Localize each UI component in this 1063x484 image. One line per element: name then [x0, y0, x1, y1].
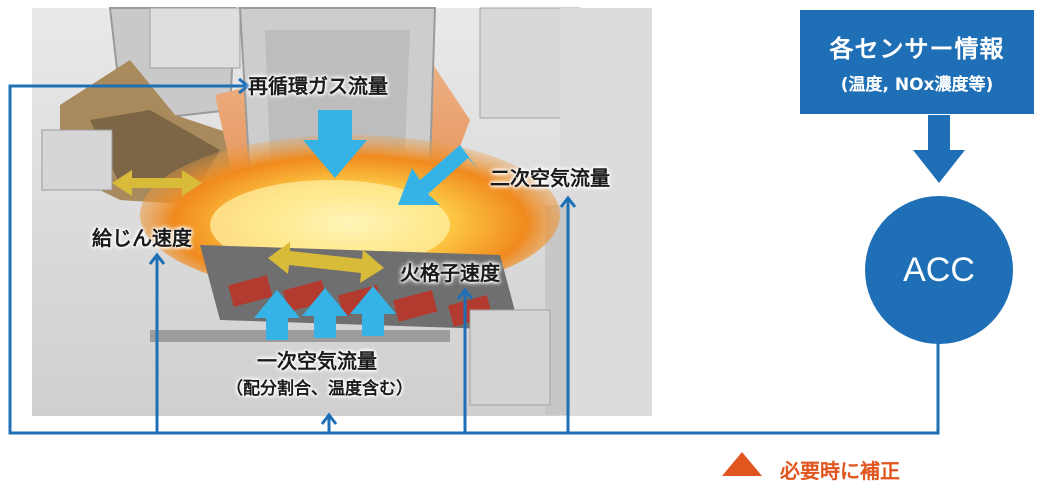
label-secondary-air-flow: 二次空気流量: [490, 166, 610, 190]
grate-speed-arrow: [268, 242, 384, 283]
down-arrow-icon: [913, 115, 965, 183]
primary-air-arrow-1: [254, 290, 300, 340]
label-recirculation-gas-flow: 再循環ガス流量: [248, 74, 388, 98]
label-grate-speed: 火格子速度: [400, 261, 500, 285]
feedback-lines: [8, 77, 940, 435]
acc-controller: ACC: [865, 196, 1013, 344]
primary-air-arrow-2: [302, 288, 348, 338]
speed-arrows: [112, 170, 384, 283]
sensor-info-title: 各センサー情報: [829, 35, 1005, 63]
up-triangle-icon: [722, 452, 762, 476]
feed-speed-arrow: [112, 170, 202, 196]
air-flow-arrows: [254, 110, 477, 340]
sensor-info-box: 各センサー情報 (温度, NOx濃度等): [800, 10, 1034, 114]
sensor-info-subtitle: (温度, NOx濃度等): [840, 75, 994, 95]
label-primary-air-note: （配分割合、温度含む）: [226, 379, 413, 399]
correction-label: 必要時に補正: [780, 459, 900, 483]
furnace-illustration: [32, 7, 652, 416]
secondary-air-arrow: [398, 145, 477, 205]
label-feed-speed: 給じん速度: [92, 226, 192, 250]
label-primary-air-flow: 一次空気流量: [257, 349, 377, 373]
primary-air-arrow-3: [350, 286, 396, 336]
recirculation-arrow: [303, 110, 367, 178]
acc-label: ACC: [903, 250, 975, 289]
